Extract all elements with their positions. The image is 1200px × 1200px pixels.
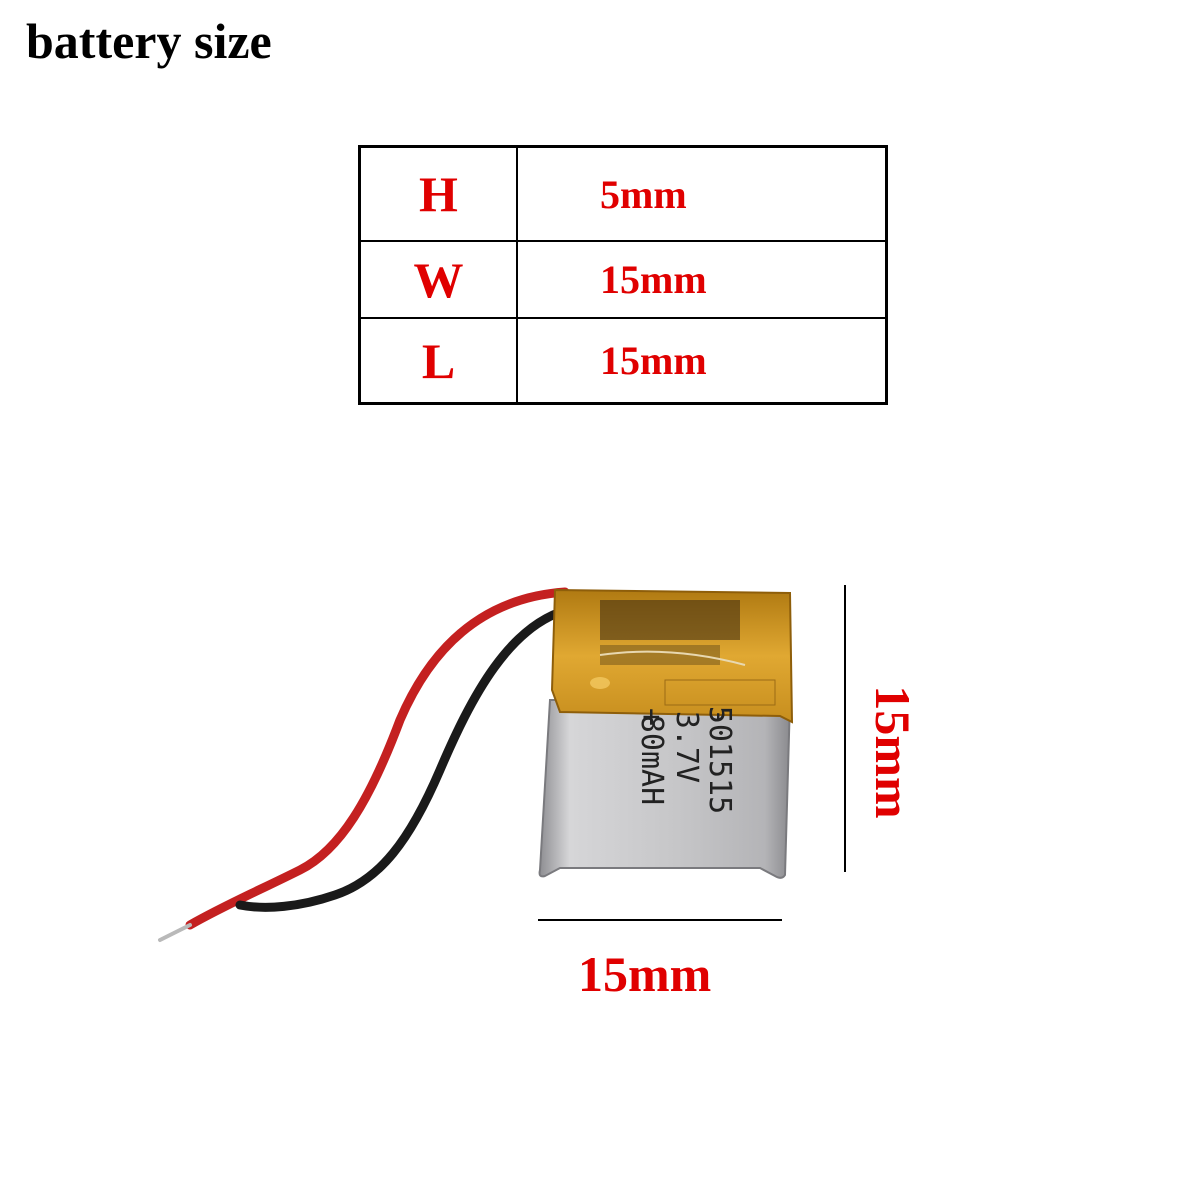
battery-minus-text: - (702, 708, 737, 726)
width-measure-label: 15mm (578, 946, 712, 1002)
black-wire (235, 603, 580, 912)
dimension-key: H (358, 145, 518, 242)
red-wire (185, 587, 570, 930)
dimensions-table: H 5mm W 15mm L 15mm (358, 145, 888, 405)
table-row: L 15mm (358, 317, 888, 405)
dimension-value: 5mm (516, 145, 888, 242)
wire-tip (158, 923, 192, 942)
battery-voltage-text: 3.7V (669, 711, 704, 783)
height-measure-label: 15mm (865, 685, 921, 819)
battery-capacity-text: 80mAH (634, 715, 669, 805)
dimension-value: 15mm (516, 240, 888, 319)
dimension-value: 15mm (516, 317, 888, 405)
battery-model-text: 501515 (702, 706, 737, 814)
dimension-key: W (358, 240, 518, 319)
table-row: W 15mm (358, 240, 888, 319)
page-title: battery size (26, 13, 272, 69)
battery-body (538, 699, 792, 879)
table-row: H 5mm (358, 145, 888, 242)
battery-plus-text: + (634, 708, 669, 726)
dimension-key: L (358, 317, 518, 405)
